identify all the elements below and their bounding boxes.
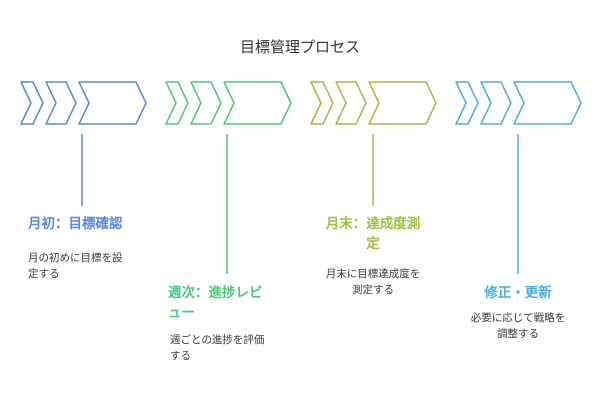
stage-3-chevron-3 bbox=[368, 81, 437, 125]
stage-3-desc-line-2: 測定する bbox=[352, 284, 394, 296]
stage-1-description: 月の初めに目標を設 定する bbox=[28, 250, 123, 282]
stage-1-arrows bbox=[20, 81, 147, 206]
stage-1-chevron-1 bbox=[20, 81, 44, 125]
stage-4-arrows bbox=[455, 81, 582, 274]
stage-2-arrows bbox=[165, 81, 292, 274]
stage-3-description: 月末に目標達成度を 測定する bbox=[310, 266, 436, 298]
stage-1-chevron-2 bbox=[45, 81, 77, 125]
stage-2-title: 週次：進捗レビ ュー bbox=[168, 283, 263, 323]
stage-1-desc-line-2: 定する bbox=[28, 268, 60, 280]
stage-3-chevron-1 bbox=[310, 81, 334, 125]
stage-3-title-line-1: 月末：達成度測 bbox=[325, 216, 421, 232]
stage-4-chevron-2 bbox=[480, 81, 512, 125]
stage-4-chevron-1 bbox=[455, 81, 479, 125]
stage-1-title-line-1: 月初：目標確認 bbox=[28, 216, 123, 232]
diagram-title: 目標管理プロセス bbox=[239, 38, 360, 56]
stage-4-title: 修正・更新 bbox=[455, 283, 581, 303]
stage-2-chevron-3 bbox=[223, 81, 292, 125]
stage-4-title-line-1: 修正・更新 bbox=[484, 285, 552, 301]
stage-2-desc-line-2: する bbox=[170, 350, 191, 362]
stage-2-chevron-2 bbox=[190, 81, 222, 125]
stage-3-desc-line-1: 月末に目標達成度を bbox=[325, 268, 421, 280]
stage-2-title-line-1: 週次：進捗レビ bbox=[168, 285, 263, 301]
stage-3-title: 月末：達成度測 定 bbox=[310, 214, 436, 254]
stage-4-desc-line-1: 必要に応じて戦略を bbox=[470, 312, 566, 324]
stage-3-arrows bbox=[310, 81, 437, 206]
stage-2-description: 週ごとの進捗を評価 する bbox=[170, 332, 264, 364]
stage-2-title-line-2: ュー bbox=[168, 305, 195, 321]
stage-3-chevron-2 bbox=[335, 81, 367, 125]
stage-1-title: 月初：目標確認 bbox=[28, 214, 123, 234]
stage-4-description: 必要に応じて戦略を 調整する bbox=[452, 310, 584, 342]
stage-3-title-line-2: 定 bbox=[366, 236, 380, 252]
stage-4-chevron-3 bbox=[513, 81, 582, 125]
stage-4-desc-line-2: 調整する bbox=[497, 328, 539, 340]
stage-1-desc-line-1: 月の初めに目標を設 bbox=[28, 252, 123, 264]
stage-2-chevron-1 bbox=[165, 81, 189, 125]
stage-2-desc-line-1: 週ごとの進捗を評価 bbox=[170, 334, 265, 346]
stage-1-chevron-3 bbox=[78, 81, 147, 125]
